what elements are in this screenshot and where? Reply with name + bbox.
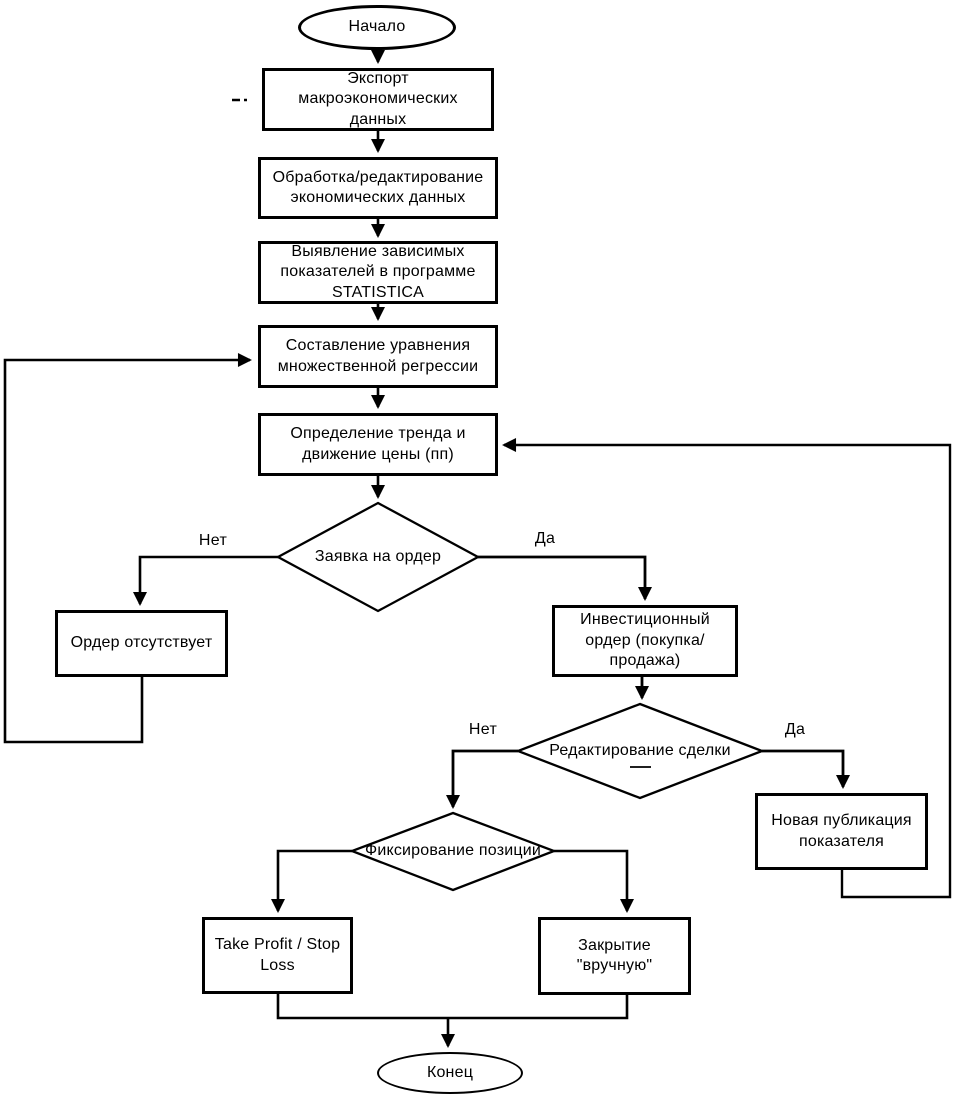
edge-order-no xyxy=(133,555,278,606)
start-label: Начало xyxy=(348,18,406,36)
manual-close-label: Закрытие "вручную" xyxy=(576,936,653,974)
fix-decision-label: Фиксирование позиции xyxy=(364,841,542,859)
order-no-branch-label: Нет xyxy=(198,532,228,549)
edit-yes-branch-label: Да xyxy=(784,721,806,738)
edge-loop-publication-trend xyxy=(502,438,952,899)
trend-detection-box: Определение тренда и движение цены (пп) xyxy=(258,413,498,476)
end-terminator: Конец xyxy=(377,1052,523,1094)
edit-decision-label: Редактирование сделки xyxy=(549,741,731,759)
export-data-label: Экспорт макроэкономических данных xyxy=(298,69,458,128)
export-data-box: Экспорт макроэкономических данных xyxy=(262,68,494,131)
no-order-box: Ордер отсутствует xyxy=(55,610,228,677)
fix-decision-diamond xyxy=(348,811,558,892)
edge-edit-yes xyxy=(762,749,850,789)
identify-indicators-box: Выявление зависимых показателей в програ… xyxy=(258,241,498,304)
new-publication-label: Новая публикация показателя xyxy=(771,812,912,850)
order-yes-branch-label: Да xyxy=(534,530,556,547)
edge-edit-no xyxy=(446,749,518,809)
order-decision-label: Заявка на ордер xyxy=(314,547,442,565)
trend-detection-label: Определение тренда и движение цены (пп) xyxy=(290,425,466,463)
start-terminator: Начало xyxy=(298,5,456,50)
edge-fix-left xyxy=(271,849,352,913)
processing-box: Обработка/редактирование экономических д… xyxy=(258,157,498,219)
edge-order-yes xyxy=(478,555,652,601)
order-decision-diamond xyxy=(275,501,481,613)
take-profit-box: Take Profit / Stop Loss xyxy=(202,917,353,994)
end-label: Конец xyxy=(426,1063,474,1081)
edit-decision-diamond xyxy=(514,702,766,800)
take-profit-label: Take Profit / Stop Loss xyxy=(214,936,341,974)
investment-order-label: Инвестиционный ордер (покупка/ продажа) xyxy=(580,611,710,670)
regression-equation-box: Составление уравнения множественной регр… xyxy=(258,325,498,388)
identify-indicators-label: Выявление зависимых показателей в програ… xyxy=(280,242,476,301)
investment-order-box: Инвестиционный ордер (покупка/ продажа) xyxy=(552,605,738,677)
edge-loop-noorder-equation xyxy=(3,353,252,744)
edge-bottom-join xyxy=(276,994,629,1020)
edge-fix-right xyxy=(554,849,634,913)
new-publication-box: Новая публикация показателя xyxy=(755,793,928,870)
edit-no-branch-label: Нет xyxy=(468,721,498,738)
regression-equation-label: Составление уравнения множественной регр… xyxy=(277,337,479,375)
no-order-label: Ордер отсутствует xyxy=(70,634,213,652)
processing-label: Обработка/редактирование экономических д… xyxy=(272,168,484,206)
manual-close-box: Закрытие "вручную" xyxy=(538,917,691,995)
